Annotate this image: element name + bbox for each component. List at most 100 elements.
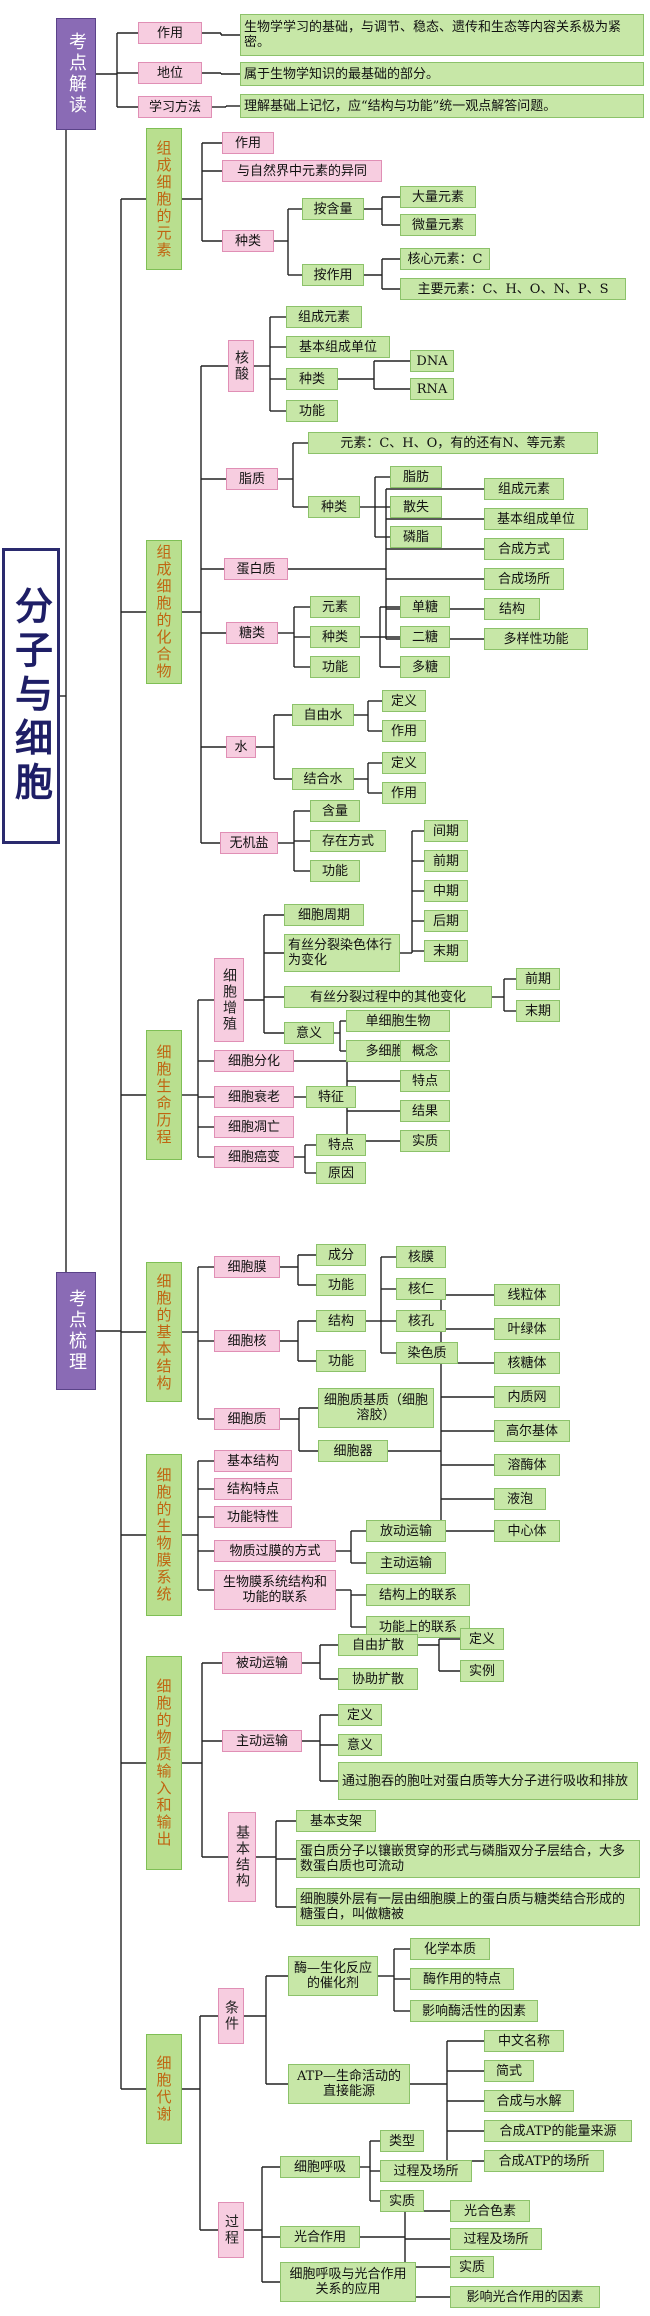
organelle-2: 核糖体 <box>494 1352 560 1374</box>
organelle-1: 叶绿体 <box>494 1318 560 1340</box>
xihe-hemo: 核膜 <box>396 1246 446 1268</box>
mo-fangdong: 放动运输 <box>366 1520 446 1542</box>
beidong-ziyou: 自由扩散 <box>338 1634 418 1656</box>
node-tiaojian: 条件 <box>218 1988 244 2044</box>
node-fangfa-text: 理解基础上记忆，应“结构与功能”统一观点解答问题。 <box>240 94 644 118</box>
ximo-gongneng: 功能 <box>316 1274 366 1296</box>
jiben-zhijia: 基本支架 <box>296 1810 376 1832</box>
mo-item-4: 生物膜系统结构和功能的联系 <box>214 1570 336 1610</box>
yuansu-zuoyong: 作用 <box>222 132 274 154</box>
phase-0: 间期 <box>424 820 468 842</box>
beidong-shili: 实例 <box>460 1660 504 1682</box>
cat-shuru: 细胞的物质输入和输出 <box>146 1656 182 1870</box>
organelle-7: 中心体 <box>494 1520 560 1542</box>
node-danbaizhi: 蛋白质 <box>224 558 288 580</box>
node-diwei-text: 属于生物学知识的最基础的部分。 <box>240 62 644 86</box>
fenhua-item-3: 实质 <box>400 1130 450 1152</box>
node-zhudong: 主动运输 <box>222 1730 302 1752</box>
xihe-gongneng: 功能 <box>316 1350 366 1372</box>
cat-jiegou: 细胞的基本结构 <box>146 1262 182 1402</box>
shui-ziyou-zuoyong: 作用 <box>382 720 426 742</box>
fenhua-item-1: 特点 <box>400 1070 450 1092</box>
xihe-ransezhi: 染色质 <box>396 1342 458 1364</box>
tang-duo: 多糖 <box>400 656 450 678</box>
phase-3: 后期 <box>424 910 468 932</box>
danbaizhi-item-2: 合成方式 <box>484 538 564 560</box>
zengzhi-zhouqi: 细胞周期 <box>284 904 364 926</box>
wujiyan-cunzai: 存在方式 <box>310 830 386 852</box>
phase2-1: 末期 <box>516 1000 560 1022</box>
zhudong-baotun: 通过胞吞的胞吐对蛋白质等大分子进行吸收和排放 <box>338 1762 638 1800</box>
node-shuailao: 细胞衰老 <box>214 1086 294 1108</box>
shuailao-tezheng: 特征 <box>306 1086 356 1108</box>
mo-jiegou-lianxi: 结构上的联系 <box>366 1584 470 1606</box>
yuansu-daliang: 大量元素 <box>400 186 476 208</box>
kaodian-jiedu-label: 考点解读 <box>56 18 96 130</box>
zhizhi-zhonglei: 种类 <box>308 496 360 518</box>
fenhua-item-2: 结果 <box>400 1100 450 1122</box>
guanghe-item-3: 影响光合作用的因素 <box>450 2286 600 2308</box>
node-mei: 酶—生化反应的催化剂 <box>288 1956 378 1996</box>
mei-item-0: 化学本质 <box>410 1938 490 1960</box>
jiben-danbai: 蛋白质分子以镶嵌贯穿的形式与磷脂双分子层结合，大多数蛋白质也可流动 <box>296 1840 640 1878</box>
zengzhi-dan: 单细胞生物 <box>346 1010 450 1032</box>
danbaizhi-item-1: 基本组成单位 <box>484 508 588 530</box>
shui-jiehe-dingyi: 定义 <box>382 752 426 774</box>
phase-2: 中期 <box>424 880 468 902</box>
node-xizhi: 细胞质 <box>214 1408 280 1430</box>
node-diaowang: 细胞凋亡 <box>214 1116 294 1138</box>
xihe-jiegou: 结构 <box>316 1310 366 1332</box>
zhizhi-yuansu: 元素：C、H、O，有的还有N、等元素 <box>308 432 598 454</box>
mo-item-2: 功能特性 <box>214 1506 292 1528</box>
zengzhi-qita: 有丝分裂过程中的其他变化 <box>284 986 492 1008</box>
zhizhi-linzhi: 磷脂 <box>390 526 442 548</box>
danbaizhi-item-5: 多样性功能 <box>484 628 588 650</box>
xihe-heren: 核仁 <box>396 1278 446 1300</box>
node-jiben-jiegou: 基本结构 <box>228 1812 256 1902</box>
organelle-6: 液泡 <box>494 1488 546 1510</box>
cat-daixie: 细胞代谢 <box>146 2034 182 2144</box>
node-huxi: 细胞呼吸 <box>280 2156 360 2178</box>
aibian-yuanyin: 原因 <box>316 1162 366 1184</box>
zhudong-dingyi: 定义 <box>338 1704 382 1726</box>
node-ximo: 细胞膜 <box>214 1256 280 1278</box>
atp-item-3: 合成ATP的能量来源 <box>484 2120 632 2142</box>
node-aibian: 细胞癌变 <box>214 1146 294 1168</box>
xihe-hekong: 核孔 <box>396 1310 446 1332</box>
node-xihe: 细胞核 <box>214 1330 280 1352</box>
mei-item-1: 酶作用的特点 <box>410 1968 514 1990</box>
phase-4: 末期 <box>424 940 468 962</box>
organelle-4: 高尔基体 <box>494 1420 570 1442</box>
yuansu-yitong: 与自然界中元素的异同 <box>222 160 382 182</box>
danbaizhi-item-4: 结构 <box>484 598 540 620</box>
node-tanglei: 糖类 <box>226 622 278 644</box>
danbaizhi-item-0: 组成元素 <box>484 478 564 500</box>
organelle-0: 线粒体 <box>494 1284 560 1306</box>
jiben-tangbei: 细胞膜外层有一层由细胞膜上的蛋白质与糖类结合形成的糖蛋白，叫做糖被 <box>296 1888 640 1926</box>
mo-item-3: 物质过膜的方式 <box>214 1540 336 1562</box>
wujiyan-gongneng: 功能 <box>310 860 360 882</box>
atp-item-1: 简式 <box>484 2060 534 2082</box>
yuansu-zhuyao: 主要元素：C、H、O、N、P、S <box>400 278 626 300</box>
node-zengzhi: 细胞增殖 <box>214 958 244 1042</box>
hesuan-zucheng: 组成元素 <box>286 306 362 328</box>
tang-gongneng: 功能 <box>310 656 360 678</box>
cat-huahewu: 组成细胞的化合物 <box>146 540 182 684</box>
guanghe-item-1: 过程及场所 <box>450 2228 542 2250</box>
node-wujiyan: 无机盐 <box>220 832 278 854</box>
ximo-chengfen: 成分 <box>316 1244 366 1266</box>
node-atp: ATP—生命活动的直接能源 <box>288 2064 410 2104</box>
tang-zhonglei: 种类 <box>310 626 360 648</box>
cat-yuansu: 组成细胞的元素 <box>146 128 182 270</box>
yuansu-an-hanliang: 按含量 <box>302 198 364 220</box>
tang-yuansu: 元素 <box>310 596 360 618</box>
atp-item-4: 合成ATP的场所 <box>484 2150 604 2172</box>
mo-item-0: 基本结构 <box>214 1450 292 1472</box>
node-guocheng: 过程 <box>218 2202 244 2258</box>
zhudong-yiyi: 意义 <box>338 1734 382 1756</box>
mo-zhudong: 主动运输 <box>366 1552 446 1574</box>
zengzhi-yiyi: 意义 <box>284 1022 334 1044</box>
tang-dan: 单糖 <box>400 596 450 618</box>
